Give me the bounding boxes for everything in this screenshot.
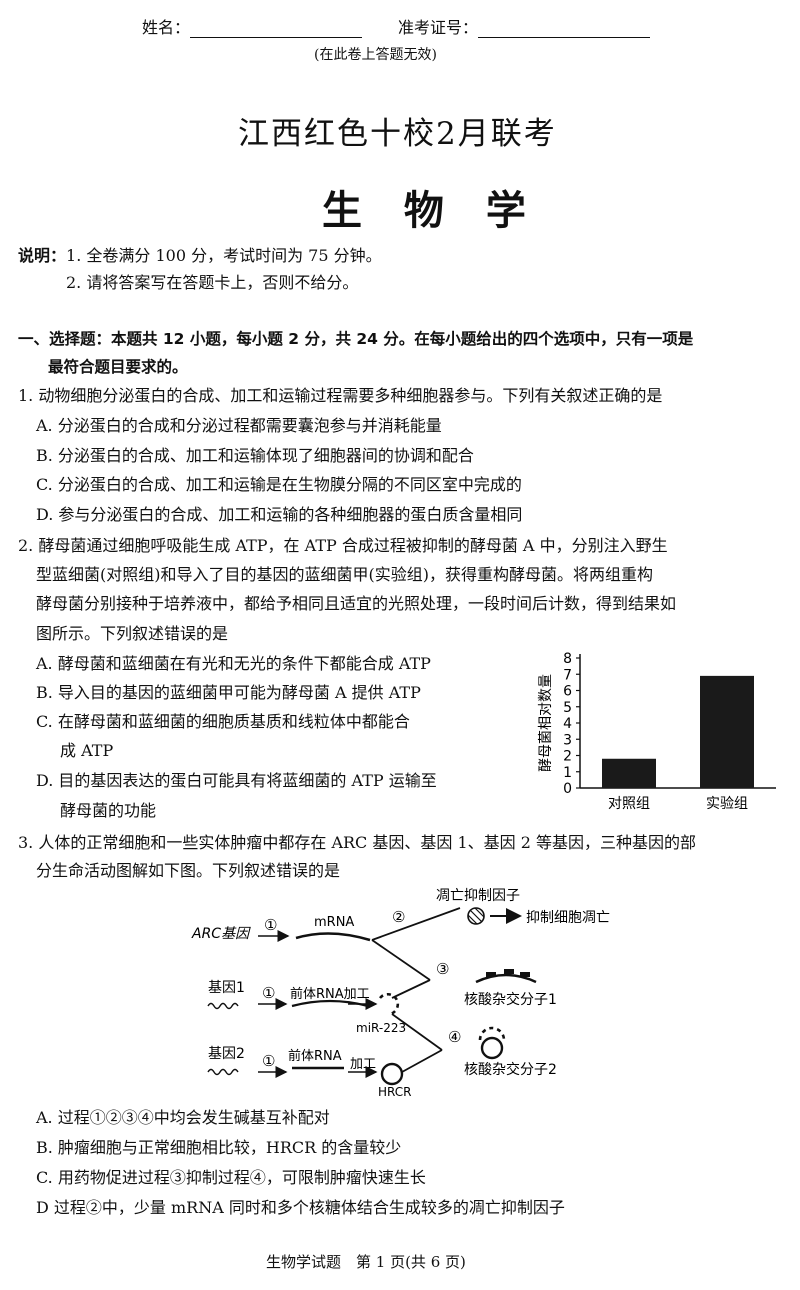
gene2-dna bbox=[207, 1068, 239, 1076]
name-line bbox=[190, 19, 363, 38]
q2-option-c-line-1: C. 在酵母菌和蓝细菌的细胞质基质和线粒体中都能合 bbox=[36, 712, 410, 731]
apoptosis-inhibitor-label: 凋亡抑制因子 bbox=[436, 888, 520, 904]
section-heading-line-1: 一、选择题：本题共 12 小题，每小题 2 分，共 24 分。在每小题给出的四个… bbox=[18, 330, 694, 348]
exam-title: 江西红色十校2月联考 bbox=[238, 116, 557, 152]
inhibit-apoptosis-label: 抑制细胞凋亡 bbox=[526, 910, 610, 926]
q3-stem-line-2: 分生命活动图解如下图。下列叙述错误的是 bbox=[36, 861, 341, 880]
step-1-arc: ① bbox=[264, 916, 277, 934]
chart-bar bbox=[700, 675, 754, 788]
chart-y-tick-label: 4 bbox=[563, 716, 572, 732]
pre-rna-processing-1: 前体RNA加工 bbox=[290, 986, 370, 1002]
chart-y-tick-label: 8 bbox=[563, 651, 572, 667]
q3-gene-diagram: ARC基因 ① mRNA ② 凋亡抑制因子 抑制细胞凋亡 ③ 核酸杂交分子1 基… bbox=[191, 888, 610, 1099]
q1-option-a: A. 分泌蛋白的合成和分泌过程都需要囊泡参与并消耗能量 bbox=[36, 416, 442, 435]
instruction-2: 2. 请将答案写在答题卡上，否则不给分。 bbox=[66, 273, 359, 292]
mir-223-icon bbox=[378, 993, 400, 1016]
subject-title: 生 物 学 bbox=[322, 188, 540, 234]
q1-option-b: B. 分泌蛋白的合成、加工和运输体现了细胞器间的协调和配合 bbox=[36, 446, 474, 465]
branch-to-hybrid1 bbox=[371, 939, 431, 981]
step-1-gene2: ① bbox=[262, 1052, 275, 1070]
pre-rna-2-label: 前体RNA bbox=[288, 1048, 342, 1064]
instructions-label: 说明： bbox=[18, 246, 67, 265]
step-3: ③ bbox=[436, 960, 449, 978]
chart-y-tick-label: 2 bbox=[563, 749, 572, 765]
mrna-strand bbox=[295, 932, 371, 942]
exam-no-label: 准考证号： bbox=[398, 18, 479, 37]
section-heading-line-2: 最符合题目要求的。 bbox=[48, 358, 188, 376]
processing-label: 加工 bbox=[350, 1057, 376, 1072]
arc-gene-label: ARC基因 bbox=[191, 926, 251, 942]
q2-stem-line-3: 酵母菌分别接种于培养液中，都给予相同且适宜的光照处理，一段时间后计数，得到结果如 bbox=[36, 594, 677, 613]
q2-option-d-line-1: D. 目的基因表达的蛋白可能具有将蓝细菌的 ATP 运输至 bbox=[36, 771, 437, 790]
hrcr-icon bbox=[380, 1062, 404, 1086]
q3-option-c: C. 用药物促进过程③抑制过程④，可限制肿瘤快速生长 bbox=[36, 1168, 426, 1187]
gene1-label: 基因1 bbox=[208, 979, 245, 996]
hybrid1-strand bbox=[475, 973, 537, 984]
mir-223-label: miR-223 bbox=[356, 1021, 406, 1035]
q2-stem-line-4: 图所示。下列叙述错误的是 bbox=[36, 624, 229, 643]
q2-option-d-line-2: 酵母菌的功能 bbox=[60, 801, 157, 820]
hybrid2-label: 核酸杂交分子2 bbox=[464, 1061, 557, 1078]
page-footer: 生物学试题 第 1 页(共 6 页) bbox=[266, 1253, 466, 1271]
chart-x-tick-label: 实验组 bbox=[706, 796, 748, 812]
chart-x-tick-label: 对照组 bbox=[608, 796, 650, 812]
q2-stem-line-2: 型蓝细菌(对照组)和导入了目的基因的蓝细菌甲(实验组)，获得重构酵母菌。将两组重… bbox=[36, 565, 653, 584]
q2-option-a: A. 酵母菌和蓝细菌在有光和无光的条件下都能合成 ATP bbox=[36, 654, 431, 673]
exam-no-field-row: 准考证号： bbox=[398, 14, 651, 38]
chart-y-tick-label: 7 bbox=[563, 667, 572, 683]
inhibitor-factor-icon bbox=[467, 907, 485, 925]
gene1-dna bbox=[207, 1002, 239, 1010]
q1-option-c: C. 分泌蛋白的合成、加工和运输是在生物膜分隔的不同区室中完成的 bbox=[36, 475, 522, 494]
q2-stem-line-1: 2. 酵母菌通过细胞呼吸能生成 ATP，在 ATP 合成过程被抑制的酵母菌 A … bbox=[18, 536, 668, 555]
hybrid1-label: 核酸杂交分子1 bbox=[464, 991, 557, 1008]
q3-option-a: A. 过程①②③④中均会发生碱基互补配对 bbox=[36, 1108, 330, 1127]
q3-option-d: D 过程②中，少量 mRNA 同时和多个核糖体结合生成较多的凋亡抑制因子 bbox=[36, 1198, 565, 1217]
q1-option-d: D. 参与分泌蛋白的合成、加工和运输的各种细胞器的蛋白质含量相同 bbox=[36, 505, 523, 524]
chart-y-axis-label: 酵母菌相对数量 bbox=[538, 674, 554, 772]
gene2-label: 基因2 bbox=[208, 1045, 245, 1062]
name-field-row: 姓名： bbox=[142, 14, 363, 38]
instructions-line-1: 说明：1. 全卷满分 100 分，考试时间为 75 分钟。 bbox=[18, 241, 382, 271]
chart-y-tick-label: 3 bbox=[563, 732, 572, 748]
name-label: 姓名： bbox=[142, 18, 191, 37]
step-2: ② bbox=[392, 908, 405, 926]
step-4: ④ bbox=[448, 1028, 461, 1046]
q2-option-b: B. 导入目的基因的蓝细菌甲可能为酵母菌 A 提供 ATP bbox=[36, 683, 421, 702]
exam-no-line bbox=[478, 19, 651, 38]
step-1-gene1: ① bbox=[262, 984, 275, 1002]
q2-option-c-line-2: 成 ATP bbox=[60, 741, 114, 760]
hybrid2-icon bbox=[480, 1036, 504, 1060]
chart-bar bbox=[602, 758, 656, 788]
q1-stem: 1. 动物细胞分泌蛋白的合成、加工和运输过程需要多种细胞器参与。下列有关叙述正确… bbox=[18, 386, 663, 405]
chart-y-tick-label: 6 bbox=[563, 684, 572, 700]
mrna-label: mRNA bbox=[314, 915, 354, 930]
instruction-1: 1. 全卷满分 100 分，考试时间为 75 分钟。 bbox=[66, 246, 382, 265]
hrcr-label: HRCR bbox=[378, 1085, 411, 1099]
chart-y-tick-label: 0 bbox=[563, 781, 572, 797]
header-note: (在此卷上答题无效) bbox=[314, 47, 437, 63]
branch-to-inhibitor bbox=[371, 907, 461, 941]
q3-option-b: B. 肿瘤细胞与正常细胞相比较，HRCR 的含量较少 bbox=[36, 1138, 402, 1157]
q3-stem-line-1: 3. 人体的正常细胞和一些实体肿瘤中都存在 ARC 基因、基因 1、基因 2 等… bbox=[18, 833, 696, 852]
chart-y-tick-label: 5 bbox=[563, 700, 572, 716]
chart-y-tick-label: 1 bbox=[563, 765, 572, 781]
